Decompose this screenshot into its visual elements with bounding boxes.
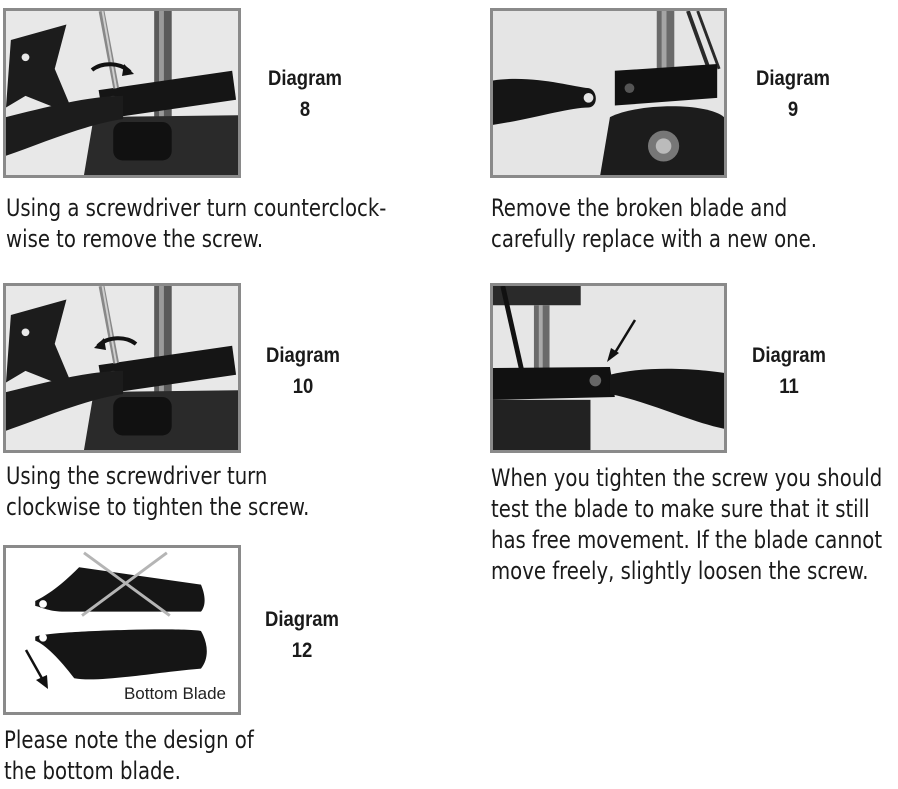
cross-mark-icon <box>81 551 171 617</box>
pointer-arrow-icon <box>607 319 637 362</box>
diagram-9-photo <box>490 8 727 178</box>
diagram-9-label: Diagram 9 <box>745 63 842 125</box>
diagram-11-title: Diagram <box>752 344 826 367</box>
diagram-8-label: Diagram 8 <box>257 63 354 125</box>
bottom-blade-label: Bottom Blade <box>123 684 226 703</box>
diagram-11-number: 11 <box>779 375 799 398</box>
pointer-arrow-icon <box>24 649 48 689</box>
diagram-12-label: Diagram 12 <box>254 604 351 666</box>
diagram-10-caption-line: clockwise to tighten the screw. <box>6 493 310 521</box>
diagram-8-number: 8 <box>299 98 311 121</box>
diagram-11-caption: When you tighten the screw you should te… <box>491 463 882 587</box>
diagram-10-photo <box>3 283 241 453</box>
diagram-8-title: Diagram <box>268 67 342 90</box>
diagram-12-number: 12 <box>291 639 313 662</box>
diagram-8-caption-line: wise to remove the screw. <box>6 225 264 253</box>
diagram-8-caption: Using a screwdriver turn counterclock- w… <box>6 193 386 255</box>
diagram-10-title: Diagram <box>266 344 340 367</box>
diagram-11-caption-line: move freely, slightly loosen the screw. <box>491 557 869 585</box>
diagram-11-caption-line: has free movement. If the blade cannot <box>491 526 883 554</box>
diagram-10-number: 10 <box>292 375 314 398</box>
diagram-9-caption: Remove the broken blade and carefully re… <box>491 193 817 255</box>
diagram-8-caption-line: Using a screwdriver turn counterclock- <box>6 194 387 222</box>
diagram-10-label: Diagram 10 <box>255 340 352 402</box>
diagram-9-caption-line: carefully replace with a new one. <box>491 225 817 253</box>
diagram-12-caption-line: the bottom blade. <box>4 757 181 785</box>
diagram-9-number: 9 <box>787 98 799 121</box>
bottom-blade <box>35 629 207 680</box>
diagram-10-caption-line: Using the screwdriver turn <box>6 462 268 490</box>
diagram-12-caption: Please note the design of the bottom bla… <box>4 725 254 787</box>
rotation-arrow-icon <box>90 62 134 76</box>
diagram-12-title: Diagram <box>265 608 339 631</box>
top-blade <box>35 567 205 612</box>
diagram-10-caption: Using the screwdriver turn clockwise to … <box>6 461 309 523</box>
diagram-9-title: Diagram <box>756 67 830 90</box>
rotation-arrow-icon <box>94 336 138 350</box>
diagram-11-label: Diagram 11 <box>741 340 838 402</box>
diagram-12-caption-line: Please note the design of <box>4 726 254 754</box>
diagram-9-caption-line: Remove the broken blade and <box>491 194 788 222</box>
diagram-11-caption-line: test the blade to make sure that it stil… <box>491 495 870 523</box>
diagram-8-photo <box>3 8 241 178</box>
diagram-11-caption-line: When you tighten the screw you should <box>491 464 883 492</box>
diagram-12-image: Bottom Blade <box>3 545 241 715</box>
diagram-11-photo <box>490 283 727 453</box>
